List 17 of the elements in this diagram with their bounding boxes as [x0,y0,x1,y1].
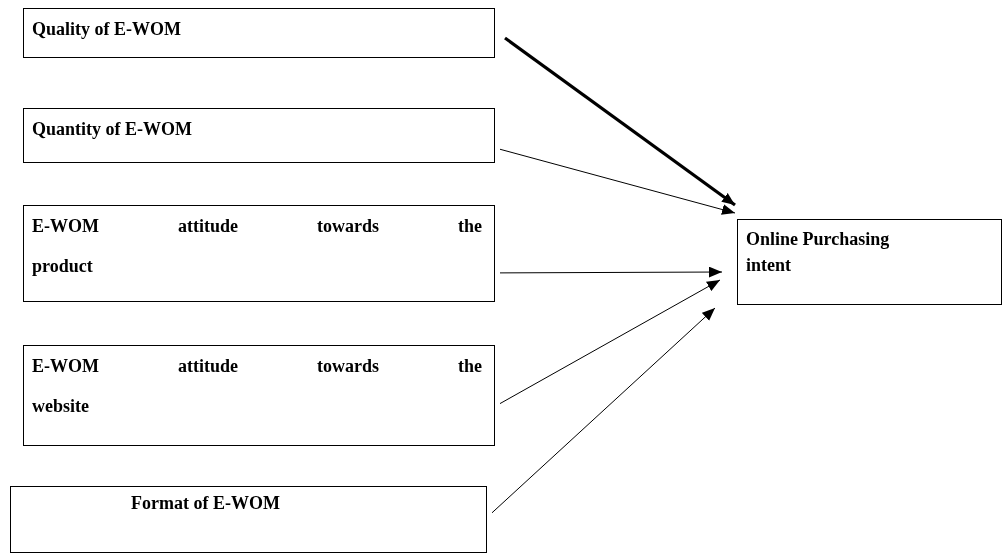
arrow [499,279,721,405]
arrow [499,148,736,215]
process-box [23,108,495,163]
box-label: E-WOM attitude towards the product [32,215,482,278]
box-label: Format of E-WOM [131,492,281,515]
box-label: Quantity of E-WOM [32,118,193,141]
process-box [23,8,495,58]
arrow [491,307,716,514]
process-box [737,219,1002,305]
box-label: E-WOM attitude towards the website [32,355,482,418]
process-box [23,205,495,302]
arrow [499,266,723,278]
box-label: Online Purchasing intent [746,228,891,277]
process-box [23,345,495,446]
box-label: Quality of E-WOM [32,18,182,41]
process-box [10,486,487,553]
arrow [504,36,736,207]
